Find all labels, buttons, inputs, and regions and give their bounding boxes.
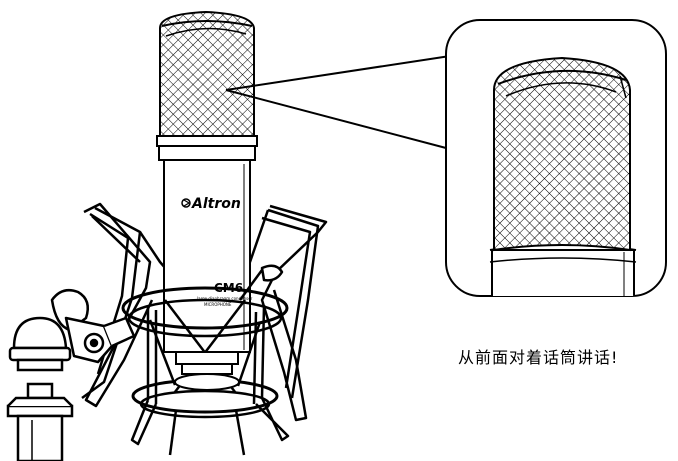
callout-lines	[225, 55, 451, 149]
model-sub-label-2: MICROPHONE	[204, 302, 232, 307]
stand-post	[6, 382, 74, 461]
mic-base	[174, 351, 240, 391]
brand-label: Altron	[191, 196, 241, 212]
mount-knob	[50, 289, 136, 364]
model-sub-label: large diaphragm condenser	[197, 296, 253, 301]
zoom-panel	[445, 19, 667, 297]
shock-mount-front	[83, 202, 328, 456]
brand-logo: Altron	[181, 196, 241, 212]
dome-knob	[8, 316, 72, 372]
instruction-caption: 从前面对着话筒讲话!	[458, 348, 619, 367]
